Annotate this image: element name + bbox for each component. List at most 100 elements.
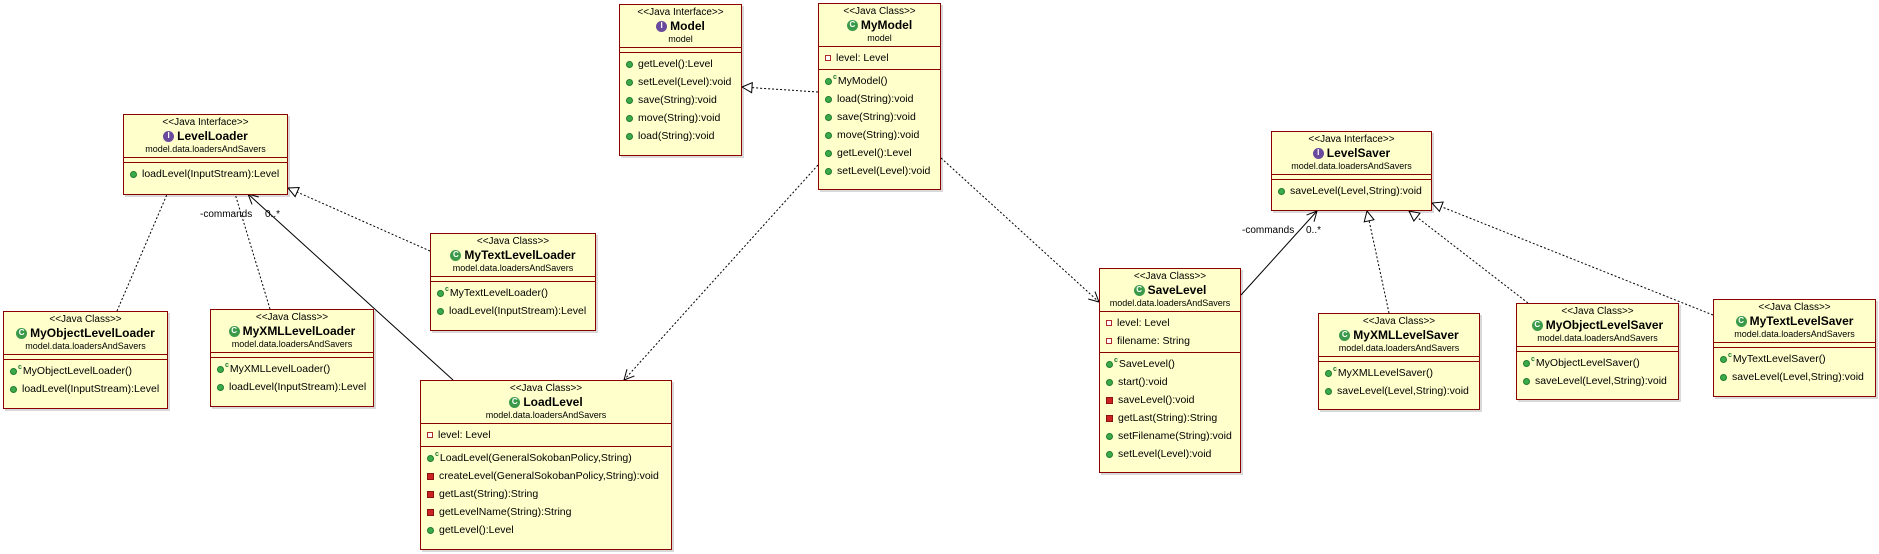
package-label: model.data.loadersAndSavers <box>145 144 266 154</box>
method-row: saveLevel():void <box>1100 391 1240 409</box>
fields-section <box>1517 347 1678 352</box>
method-row-text: getLevelName(String):String <box>439 505 572 518</box>
public-method-icon <box>10 385 17 393</box>
class-icon: C <box>1531 319 1543 331</box>
class-name-text: MyModel <box>860 18 913 32</box>
method-row-text: getLevel():Level <box>837 146 912 159</box>
edge-mytextsaver-levelsaver <box>1432 203 1714 316</box>
method-row-text: move(String):void <box>638 111 721 124</box>
method-row: loadLevel(InputStream):Level <box>211 378 373 396</box>
method-row-text: createLevel(GeneralSokobanPolicy,String)… <box>439 469 659 482</box>
method-row: start():void <box>1100 373 1240 391</box>
public-method-icon <box>825 131 832 139</box>
stereotype-label: <<Java Class>> <box>509 383 583 394</box>
edge-mytextloader-levelloader <box>288 188 431 252</box>
constructor-icon <box>1720 355 1727 363</box>
method-row-text: saveLevel(Level,String):void <box>1732 370 1864 383</box>
method-row: getLevelName(String):String <box>421 503 671 521</box>
method-row-text: save(String):void <box>837 110 916 123</box>
method-row: saveLevel(Level,String):void <box>1319 382 1479 400</box>
package-label: model.data.loadersAndSavers <box>1338 343 1460 353</box>
class-name-text: MyObjectLevelSaver <box>1545 318 1664 332</box>
constructor-marker-icon: c <box>225 361 229 369</box>
private-method-icon <box>427 472 434 480</box>
method-row-text: MyObjectLevelSaver() <box>1535 356 1640 369</box>
methods-section: loadLevel(InputStream):Level <box>124 163 287 185</box>
package-label: model <box>867 33 892 43</box>
class-name-text: MyObjectLevelLoader <box>30 326 155 340</box>
method-row-text: load(String):void <box>638 129 715 142</box>
fields-section <box>1272 175 1431 180</box>
method-row: setLevel(Level):void <box>1100 445 1240 463</box>
stereotype-label: <<Java Interface>> <box>162 117 249 128</box>
method-row-text: setLevel(Level):void <box>638 75 732 88</box>
class-name-text: LevelSaver <box>1326 146 1391 160</box>
method-row-text: MyTextLevelLoader() <box>449 286 548 299</box>
method-row: loadLevel(InputStream):Level <box>4 380 167 398</box>
edge-mymodel-model <box>742 87 819 92</box>
field-row-text: level: Level <box>438 428 491 441</box>
method-row-text: SaveLevel() <box>1118 357 1175 370</box>
public-method-icon <box>1523 377 1530 385</box>
class-icon: C <box>1339 329 1351 341</box>
package-label: model.data.loadersAndSavers <box>25 341 146 351</box>
method-row: setFilename(String):void <box>1100 427 1240 445</box>
public-method-icon <box>1106 450 1113 458</box>
method-row-text: MyObjectLevelLoader() <box>22 364 133 377</box>
constructor-icon <box>427 454 434 462</box>
edge-myobjectsaver-levelsaver <box>1409 211 1529 304</box>
method-row-text: saveLevel(Level,String):void <box>1535 374 1667 387</box>
method-row: getLast(String):String <box>421 485 671 503</box>
constructor-marker-icon: c <box>435 450 439 458</box>
class-name-text: MyTextLevelLoader <box>464 248 576 262</box>
interface-icon: I <box>656 20 668 32</box>
public-method-icon <box>626 114 633 122</box>
constructor-icon <box>825 77 832 85</box>
private-method-icon <box>427 490 434 498</box>
package-label: model.data.loadersAndSavers <box>1734 329 1855 339</box>
constructor-marker-icon: c <box>1728 351 1732 359</box>
public-method-icon <box>626 78 633 86</box>
method-row-text: setLevel(Level):void <box>1118 447 1212 460</box>
method-row-text: getLevel():Level <box>439 523 514 536</box>
private-field-icon <box>825 55 831 61</box>
method-row: getLast(String):String <box>1100 409 1240 427</box>
constructor-marker-icon: c <box>833 73 837 81</box>
method-row: saveLevel(Level,String):void <box>1714 368 1875 386</box>
constructor-icon <box>1523 359 1530 367</box>
field-row: level: Level <box>819 49 940 67</box>
method-row-text: start():void <box>1118 375 1168 388</box>
constructor-icon <box>217 365 224 373</box>
constructor-marker-icon: c <box>445 285 449 293</box>
